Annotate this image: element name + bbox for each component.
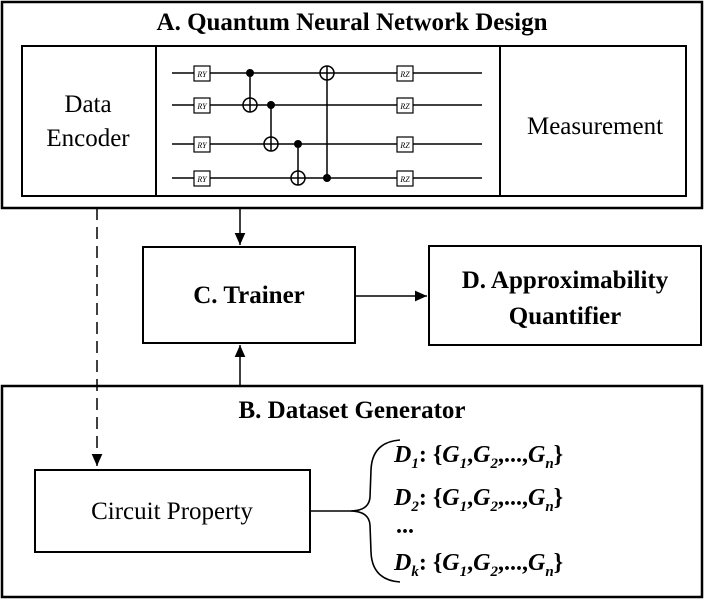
ry-gate-1: RY [193, 65, 211, 82]
cnot-gate-3 [290, 140, 306, 186]
cnot-gate-2 [263, 101, 279, 152]
ry-gate-3: RY [193, 136, 211, 153]
control-dot [267, 101, 275, 109]
cnot-gate-4 [319, 65, 335, 182]
trainer-label: C. Trainer [193, 282, 305, 309]
dataset-section: B. Dataset Generator Circuit Property D1… [0, 384, 704, 599]
quantum-circuit: RY RY RY RY [172, 65, 482, 187]
measurement-label: Measurement [527, 113, 663, 140]
qnn-section: A. Quantum Neural Network Design Data En… [0, 0, 704, 210]
rz-gate-3-label: RZ [399, 141, 410, 150]
cnot-gate-1 [242, 69, 258, 113]
ry-gate-2-label: RY [196, 102, 208, 111]
quantifier-box-border [428, 245, 702, 346]
qnn-section-title: A. Quantum Neural Network Design [157, 9, 548, 36]
trainer-box-border [142, 246, 356, 344]
quantifier-label-line2: Quantifier [509, 303, 622, 330]
control-dot [323, 174, 331, 182]
rz-gate-3: RZ [396, 136, 414, 153]
rz-gate-4: RZ [396, 170, 414, 187]
dataset-row-1: D1: {G1,G2,...,Gn} [393, 442, 563, 472]
rz-gate-2-label: RZ [399, 102, 410, 111]
ry-gate-4: RY [193, 170, 211, 187]
qnn-inner-frame [21, 45, 687, 197]
control-dot [294, 140, 302, 148]
rz-gate-1: RZ [396, 65, 414, 82]
dataset-ellipsis: ... [396, 513, 414, 539]
dataset-section-title: B. Dataset Generator [238, 397, 465, 424]
trainer-box: C. Trainer [142, 246, 356, 344]
rz-gate-1-label: RZ [399, 70, 410, 79]
ry-gate-4-label: RY [196, 175, 208, 184]
qnn-section-border [0, 0, 704, 210]
ry-gate-3-label: RY [196, 141, 208, 150]
dataset-section-border [0, 384, 704, 599]
data-encoder-label-line1: Data [64, 91, 111, 118]
dataset-row-k: Dk: {G1,G2,...,Gn} [393, 550, 563, 580]
control-dot [246, 69, 254, 77]
ry-gate-1-label: RY [196, 70, 208, 79]
circuit-property-label: Circuit Property [91, 498, 253, 525]
ry-gate-2: RY [193, 97, 211, 114]
data-encoder-label-line2: Encoder [46, 125, 130, 152]
rz-gate-4-label: RZ [399, 175, 410, 184]
quantifier-box: D. Approximability Quantifier [428, 245, 702, 346]
curly-brace [349, 439, 401, 583]
dataset-row-2: D2: {G1,G2,...,Gn} [393, 485, 563, 515]
quantifier-label-line1: D. Approximability [462, 267, 669, 294]
rz-gate-2: RZ [396, 97, 414, 114]
